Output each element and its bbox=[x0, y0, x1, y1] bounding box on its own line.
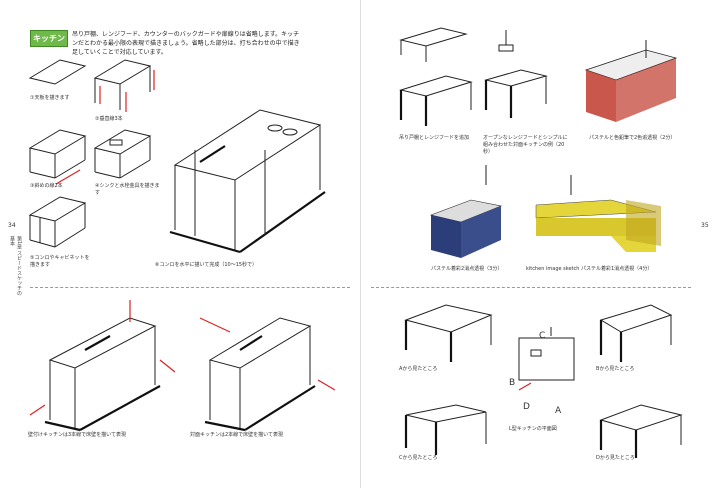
step-caption-2: ②垂直線3本 bbox=[95, 116, 123, 122]
bottom-caption-wall: 壁付けキッチンは3本線で床壁を描いて表現 bbox=[28, 432, 127, 438]
step-caption-3: ③斜めの線2本 bbox=[30, 183, 63, 189]
plan-letter-a: A bbox=[555, 406, 562, 416]
intro-text: 吊り戸棚、レンジフード、カウンターのバックガードや扉線りは省略します。キッチンだ… bbox=[72, 31, 300, 56]
page-number-left: 34 bbox=[8, 222, 16, 229]
right-middle-renders bbox=[429, 165, 661, 258]
plan-letter-c: C bbox=[539, 331, 546, 341]
left-page: キッチン 吊り戸棚、レンジフード、カウンターのバックガードや扉線りは省略します。… bbox=[0, 0, 360, 488]
step-caption-1: ①天板を描きます bbox=[30, 95, 70, 101]
page-gutter bbox=[360, 0, 361, 488]
bottom-caption-c: Cから見たところ bbox=[399, 455, 438, 461]
plan-caption: L型キッチンの平面図 bbox=[509, 426, 557, 432]
top-caption-1: 吊り戸棚とレンジフードを追加 bbox=[399, 135, 470, 141]
bottom-caption-a: Aから見たところ bbox=[399, 366, 438, 372]
step1-sketch bbox=[28, 59, 326, 254]
right-page: 吊り戸棚とレンジフードを追加 オープンなレンジフードとシンプルに組み合わせた対面… bbox=[361, 0, 721, 488]
step-caption-5: ⑤コンロやキャビネットを描きます bbox=[30, 255, 90, 268]
plan-letter-b: B bbox=[509, 378, 516, 388]
plan-letter-d: D bbox=[523, 402, 530, 412]
right-bottom-sketches bbox=[404, 304, 683, 458]
top-caption-3: パステルと色鉛筆で2色追透視（2分） bbox=[589, 135, 676, 141]
middle-caption-2: パステル着彩1消点透視（4分） bbox=[581, 266, 653, 272]
middle-caption-1: パステル着彩2消点透視（3分） bbox=[431, 266, 503, 272]
bottom-caption-d: Dから見たところ bbox=[596, 455, 635, 461]
section-divider-left bbox=[30, 287, 350, 288]
chapter-side-text: 第1章 スピードスケッチの基本 bbox=[9, 236, 22, 296]
wall-kitchen-sketch bbox=[29, 300, 336, 432]
step-caption-6: ⑥コンロを水平に描いて完成（10～15秒で） bbox=[155, 262, 258, 268]
bottom-caption-island: 対面キッチンは2本線で床壁を描いて表現 bbox=[190, 432, 284, 438]
section-divider-right bbox=[371, 287, 691, 288]
top-caption-2: オープンなレンジフードとシンプルに組み合わせた対面キッチンの例（20秒） bbox=[483, 135, 568, 155]
right-top-sketches bbox=[399, 27, 678, 126]
sketch-note: kitchen image sketch bbox=[526, 266, 580, 272]
category-tag: キッチン bbox=[30, 30, 68, 47]
step-caption-4: ④シンクと水栓金具を描きます bbox=[95, 183, 160, 196]
page-number-right: 35 bbox=[701, 222, 709, 229]
bottom-caption-b: Bから見たところ bbox=[596, 366, 635, 372]
